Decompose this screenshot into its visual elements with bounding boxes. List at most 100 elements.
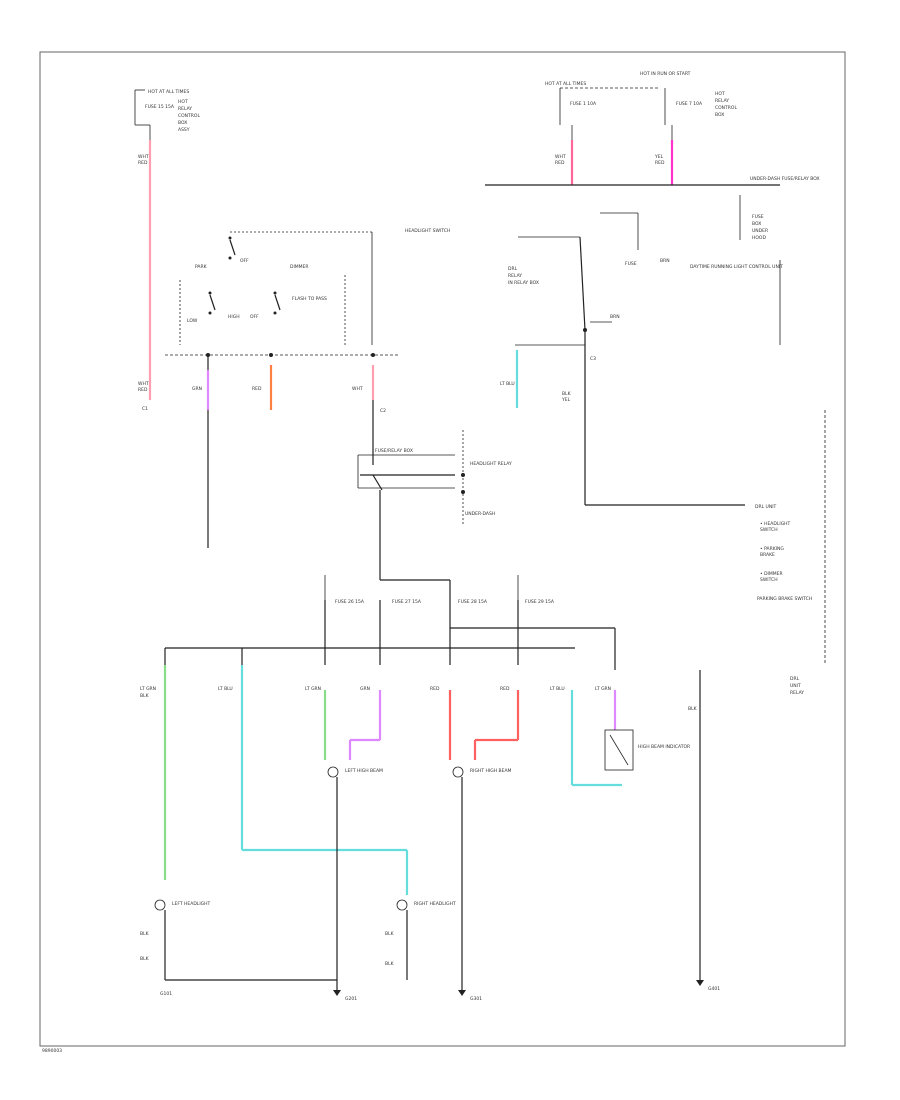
- ground-mid-label: G201: [345, 996, 357, 1002]
- svg-text:WHT: WHT: [138, 154, 149, 160]
- svg-text:RELAY: RELAY: [715, 98, 729, 104]
- ground-left-label: G101: [160, 991, 172, 997]
- svg-text:RED: RED: [555, 160, 565, 166]
- relay-top-label: FUSE/RELAY BOX: [375, 448, 413, 454]
- svg-text:C1: C1: [142, 406, 148, 412]
- dimmer-label: DIMMER: [290, 264, 309, 270]
- svg-text:BLK: BLK: [140, 931, 150, 937]
- svg-text:DRL: DRL: [508, 266, 518, 272]
- fuse-a-label: FUSE 26 15A: [335, 599, 365, 605]
- svg-text:BOX: BOX: [178, 120, 187, 126]
- svg-text:BOX: BOX: [752, 221, 761, 227]
- svg-text:YEL: YEL: [654, 154, 664, 160]
- ground-far-label: G401: [708, 986, 720, 992]
- svg-text:RELAY: RELAY: [178, 106, 192, 112]
- svg-text:FUSE: FUSE: [625, 261, 637, 267]
- hot-all-times-right: HOT AT ALL TIMES: [545, 81, 586, 87]
- footer-code: 9890003: [42, 1048, 62, 1054]
- relay-label: HEADLIGHT RELAY: [470, 461, 512, 467]
- svg-text:LT BLU: LT BLU: [500, 381, 515, 387]
- svg-text:FUSE: FUSE: [752, 214, 764, 220]
- svg-text:RELAY: RELAY: [508, 273, 522, 279]
- svg-text:RED: RED: [138, 387, 148, 393]
- grounds: G101 G201 G301 G401: [160, 980, 720, 1002]
- svg-text:WHT: WHT: [138, 381, 149, 387]
- svg-text:BLK: BLK: [385, 931, 395, 937]
- right-headlight-label: RIGHT HEADLIGHT: [414, 901, 456, 907]
- flash-to-pass-label: FLASH TO PASS: [292, 296, 327, 302]
- left-high-beam-bulb: [327, 766, 339, 778]
- park-label: PARK: [195, 264, 208, 270]
- svg-text:DRL UNIT: DRL UNIT: [755, 504, 777, 510]
- svg-text:BLK: BLK: [385, 961, 395, 967]
- svg-text:UNIT: UNIT: [790, 683, 801, 689]
- svg-text:BOX: BOX: [715, 112, 724, 118]
- svg-text:BLK: BLK: [562, 391, 572, 397]
- svg-text:BRN: BRN: [660, 258, 670, 264]
- high-beam-indicator-label: HIGH BEAM INDICATOR: [638, 744, 690, 750]
- svg-text:• PARKING: • PARKING: [760, 546, 784, 552]
- fuse-b-label: FUSE 27 15A: [392, 599, 422, 605]
- daytime-unit: FUSE BRN FUSE BOX UNDER HOOD DAYTIME RUN…: [500, 195, 826, 696]
- svg-text:BLK: BLK: [140, 693, 150, 699]
- fuse-d-label: FUSE 29 15A: [525, 599, 555, 605]
- svg-text:C3: C3: [590, 356, 596, 362]
- svg-text:SWITCH: SWITCH: [760, 527, 778, 533]
- right-high-beam-bulb: [452, 766, 464, 778]
- left-headlight-label: LEFT HEADLIGHT: [172, 901, 211, 907]
- svg-text:C2: C2: [380, 408, 386, 414]
- svg-text:CONTROL: CONTROL: [178, 113, 200, 119]
- svg-text:DRL: DRL: [790, 676, 800, 682]
- svg-text:YEL: YEL: [561, 397, 571, 403]
- ground-right-label: G301: [470, 996, 482, 1002]
- svg-text:RED: RED: [500, 686, 510, 692]
- svg-text:HOOD: HOOD: [752, 235, 766, 241]
- headlight-switch-label: HEADLIGHT SWITCH: [405, 228, 450, 234]
- off-label: OFF: [240, 258, 249, 264]
- headlight-switch: HEADLIGHT SWITCH OFF PARK LOW HIGH DIMME…: [165, 228, 450, 548]
- svg-text:UNDER-DASH: UNDER-DASH: [465, 511, 495, 517]
- right-headlight-bulb: [396, 899, 408, 911]
- svg-text:RED: RED: [430, 686, 440, 692]
- daytime-unit-label: DAYTIME RUNNING LIGHT CONTROL UNIT: [690, 264, 783, 270]
- svg-text:HOT: HOT: [715, 91, 725, 97]
- svg-text:BLK: BLK: [688, 706, 698, 712]
- svg-text:GRN: GRN: [192, 386, 202, 392]
- svg-text:LT BLU: LT BLU: [550, 686, 565, 692]
- svg-text:WHT: WHT: [555, 154, 566, 160]
- svg-text:CONTROL: CONTROL: [715, 105, 737, 111]
- svg-text:BRAKE: BRAKE: [760, 552, 775, 558]
- high-beam-indicator-box: [604, 729, 634, 771]
- fuse-right-label: FUSE 7 10A: [676, 101, 703, 107]
- svg-text:RED: RED: [252, 386, 262, 392]
- diagram-frame: [39, 51, 846, 1047]
- svg-text:BRN: BRN: [610, 314, 620, 320]
- lights: LEFT HIGH BEAM RIGHT HIGH BEAM HIGH BEAM…: [140, 729, 690, 990]
- top-left-feed: HOT AT ALL TIMES FUSE 15 15A HOT RELAY C…: [134, 89, 200, 412]
- high-label: HIGH: [228, 314, 240, 320]
- svg-text:LT GRN: LT GRN: [140, 686, 156, 692]
- top-right-feed: HOT IN RUN OR START HOT AT ALL TIMES FUS…: [485, 71, 820, 186]
- svg-text:• HEADLIGHT: • HEADLIGHT: [760, 521, 791, 527]
- svg-text:LT BLU: LT BLU: [218, 686, 233, 692]
- svg-text:RED: RED: [655, 160, 665, 166]
- svg-text:UNDER: UNDER: [752, 228, 768, 234]
- svg-text:HOT: HOT: [178, 99, 188, 105]
- svg-text:• DIMMER: • DIMMER: [760, 571, 783, 577]
- headlight-relay: FUSE/RELAY BOX HEADLIGHT RELAY UNDER-DAS…: [357, 430, 512, 580]
- fuse-c-label: FUSE 28 15A: [458, 599, 488, 605]
- hot-at-all-times-label: HOT AT ALL TIMES: [148, 89, 189, 95]
- right-high-beam-label: RIGHT HIGH BEAM: [470, 768, 512, 774]
- fuse-left-label: FUSE 15 15A: [145, 104, 175, 110]
- low-label: LOW: [187, 318, 198, 324]
- fuse-distribution: FUSE 26 15A FUSE 27 15A FUSE 28 15A FUSE…: [164, 575, 616, 670]
- bottom-wires: LT GRN BLK LT BLU LT GRN GRN RED RED LT …: [140, 665, 701, 980]
- svg-text:LT GRN: LT GRN: [595, 686, 611, 692]
- svg-text:GRN: GRN: [360, 686, 370, 692]
- svg-text:LT GRN: LT GRN: [305, 686, 321, 692]
- svg-text:IN RELAY BOX: IN RELAY BOX: [508, 280, 539, 286]
- svg-text:BLK: BLK: [140, 956, 150, 962]
- svg-text:OFF: OFF: [250, 314, 259, 320]
- underhood-box-label: UNDER-DASH FUSE/RELAY BOX: [750, 176, 820, 182]
